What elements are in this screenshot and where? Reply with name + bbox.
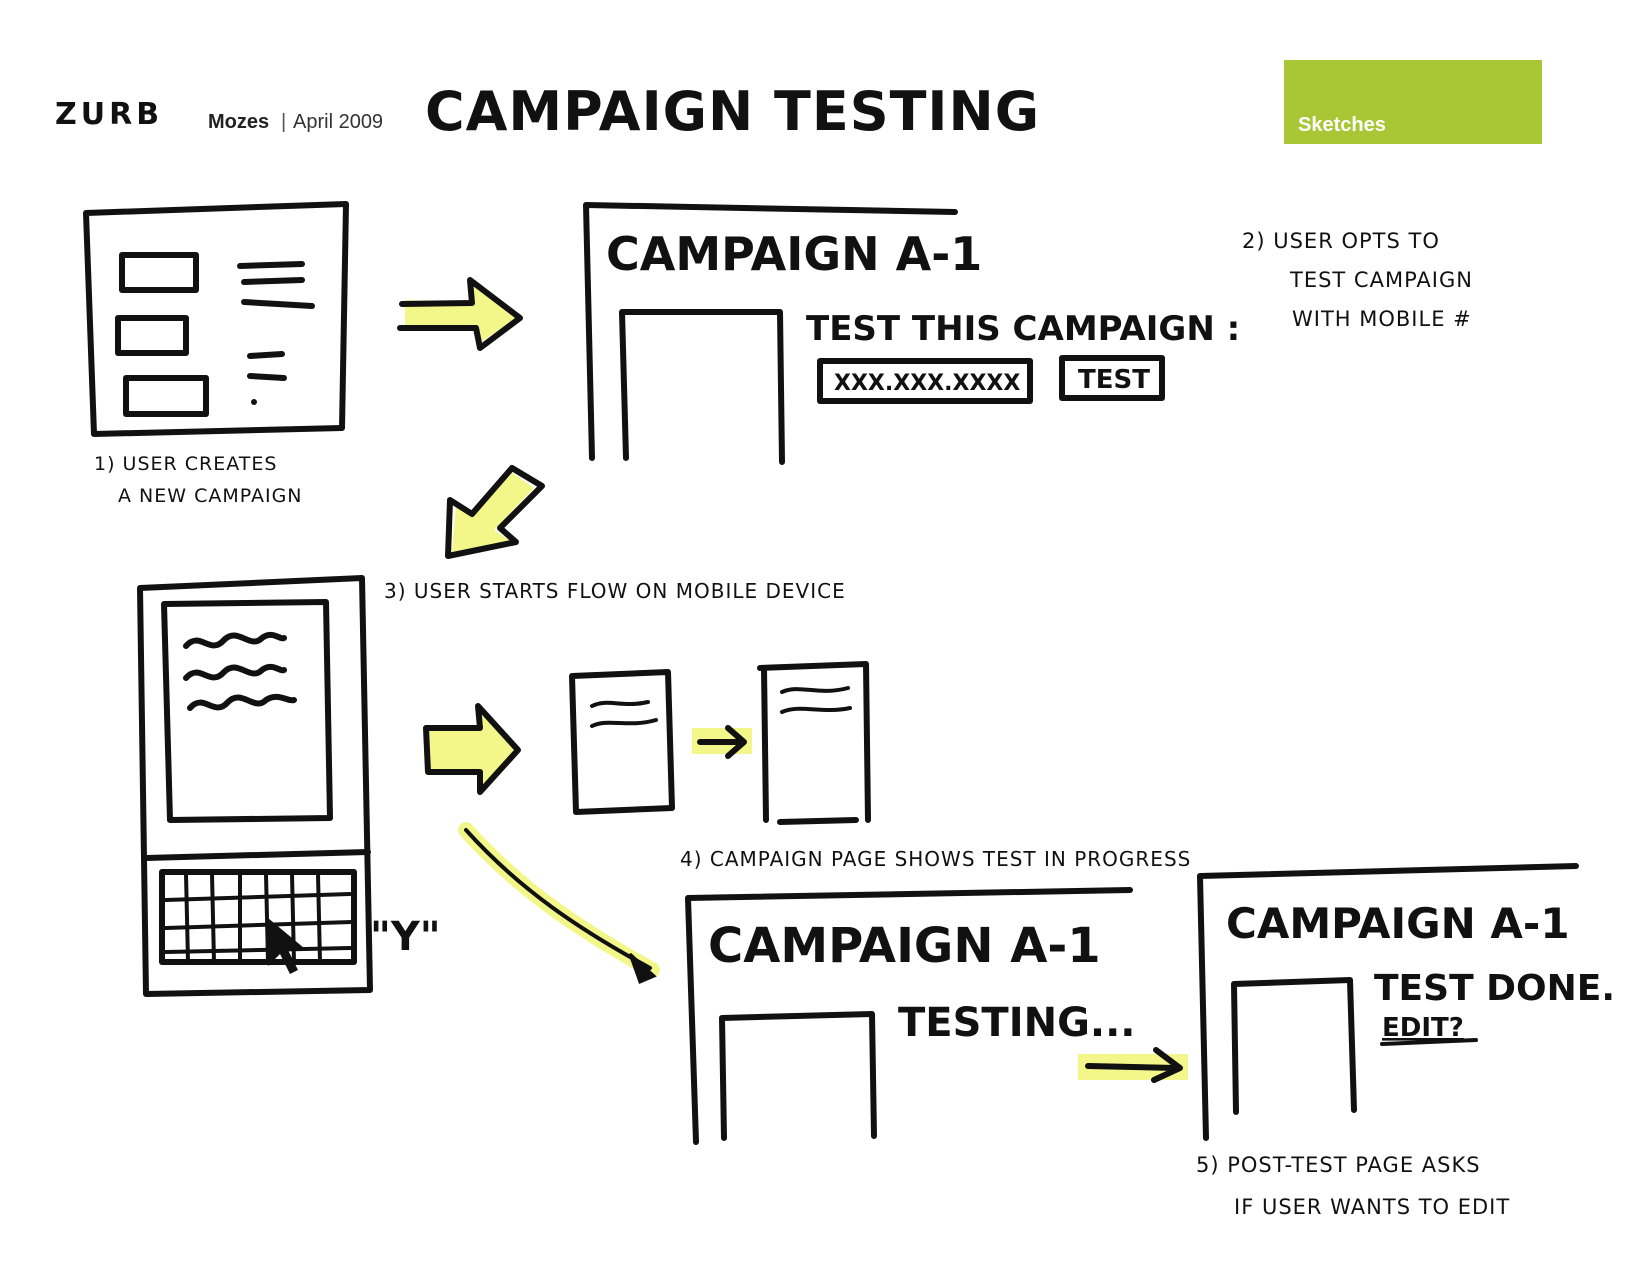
mini-page-1 — [569, 669, 675, 815]
campaign-b-title: CAMPAIGN A-1 — [708, 918, 1101, 974]
step5-caption-line1: 5) POST-TEST PAGE ASKS — [1196, 1153, 1481, 1177]
testing-status: TESTING... — [898, 1000, 1135, 1046]
campaign-screen-c: CAMPAIGN A-1 TEST DONE. EDIT? — [1197, 863, 1615, 1141]
step3-caption: 3) USER STARTS FLOW ON MOBILE DEVICE — [384, 579, 846, 603]
sms-reply-y: "Y" — [370, 914, 441, 960]
arrow-step1-to-step2 — [397, 277, 523, 351]
step2-caption-line3: WITH MOBILE # — [1292, 307, 1472, 331]
arrow-step2-to-step3 — [445, 465, 545, 559]
step4-caption: 4) CAMPAIGN PAGE SHOWS TEST IN PROGRESS — [680, 847, 1191, 871]
test-button-label: TEST — [1078, 365, 1150, 395]
test-done-status: TEST DONE. — [1374, 968, 1615, 1009]
zurb-logo: ZURB — [55, 97, 163, 132]
campaign-c-title: CAMPAIGN A-1 — [1226, 899, 1570, 948]
campaign-screen-b: CAMPAIGN A-1 TESTING... — [685, 887, 1135, 1145]
campaign-a-title: CAMPAIGN A-1 — [606, 227, 982, 281]
arrow-between-mini-pages — [692, 725, 752, 759]
step1-wireframe — [83, 201, 349, 437]
sketches-badge-label: Sketches — [1298, 114, 1386, 136]
arrow-device-to-pages — [423, 703, 521, 795]
project-name: Mozes — [208, 111, 269, 133]
page-title: CAMPAIGN TESTING — [425, 80, 1040, 143]
campaign-screen-a: CAMPAIGN A-1 TEST THIS CAMPAIGN : xxx.xx… — [583, 202, 1240, 465]
mini-page-2 — [757, 661, 871, 825]
header-date: April 2009 — [293, 111, 383, 133]
step5-caption-line2: IF USER WANTS TO EDIT — [1234, 1195, 1510, 1219]
step2-caption-line1: 2) USER OPTS TO — [1242, 229, 1440, 253]
sketches-badge — [1284, 60, 1542, 144]
mobile-number-value: xxx.xxx.xxxx — [834, 371, 1020, 396]
step1-caption-line1: 1) USER CREATES — [94, 453, 277, 475]
edit-link[interactable]: EDIT? — [1382, 1013, 1464, 1043]
arrow-device-to-screen-b — [458, 822, 660, 985]
header: ZURB Mozes | April 2009 CAMPAIGN TESTING… — [55, 60, 1542, 144]
mobile-number-input[interactable] — [817, 358, 1033, 404]
test-button[interactable] — [1059, 355, 1165, 401]
test-this-campaign-label: TEST THIS CAMPAIGN : — [806, 309, 1240, 349]
header-separator: | — [281, 111, 286, 133]
mobile-device: "Y" — [137, 575, 441, 997]
arrow-screen-b-to-screen-c — [1078, 1047, 1188, 1083]
step1-caption-line2: A NEW CAMPAIGN — [118, 485, 303, 507]
step2-caption-line2: TEST CAMPAIGN — [1289, 268, 1473, 292]
